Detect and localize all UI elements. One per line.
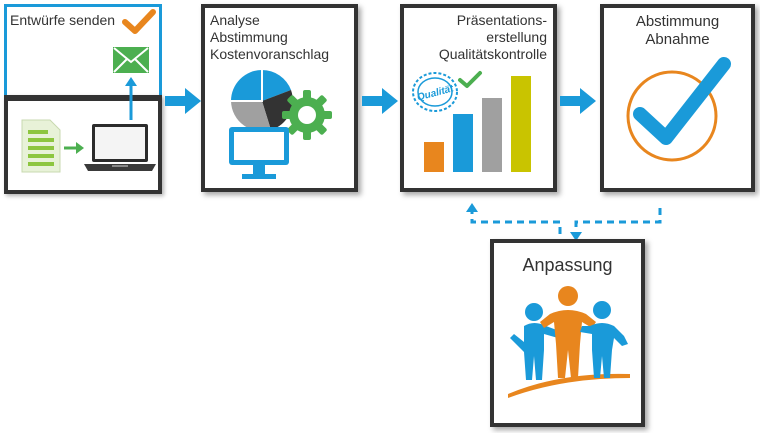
right-arrow-icon (64, 142, 84, 154)
laptop-icon (84, 124, 156, 171)
step-adjustment-label: Anpassung (522, 255, 613, 275)
step-presentation-line-3: Qualitätskontrolle (438, 46, 547, 62)
step-send-label: Entwürfe senden (10, 12, 116, 28)
step-presentation-line-2: erstellung (486, 29, 547, 45)
step-analysis-line-2: Abstimmung (210, 29, 288, 45)
quality-stamp-icon: Qualität (412, 72, 458, 112)
gear-icon (282, 90, 332, 140)
monitor-icon (229, 127, 289, 179)
flow-arrow-icon (362, 88, 398, 114)
pie-chart-icon (231, 69, 293, 132)
team-people-icon (508, 286, 630, 398)
approval-check-icon (626, 57, 731, 162)
step-analysis-line-3: Kostenvoranschlag (210, 46, 330, 62)
feedback-loop-arrows (466, 203, 662, 241)
step-analysis-line-1: Analyse (210, 12, 260, 28)
step-approval-line-2: Abnahme (645, 31, 710, 48)
bar-4 (511, 76, 531, 172)
envelope-icon (113, 47, 149, 73)
bar-1 (424, 142, 444, 172)
bar-2 (453, 114, 473, 172)
bar-3 (482, 98, 502, 172)
bar-chart-icon (424, 76, 531, 172)
flow-arrow-icon (560, 88, 596, 114)
document-icon (21, 119, 61, 173)
flow-arrow-icon (165, 88, 201, 114)
step-approval-line-1: Abstimmung (635, 13, 720, 30)
step-presentation-line-1: Präsentations- (456, 12, 547, 28)
checkmark-icon (122, 9, 156, 34)
up-arrow-icon (125, 77, 137, 120)
checkmark-icon (458, 71, 482, 88)
